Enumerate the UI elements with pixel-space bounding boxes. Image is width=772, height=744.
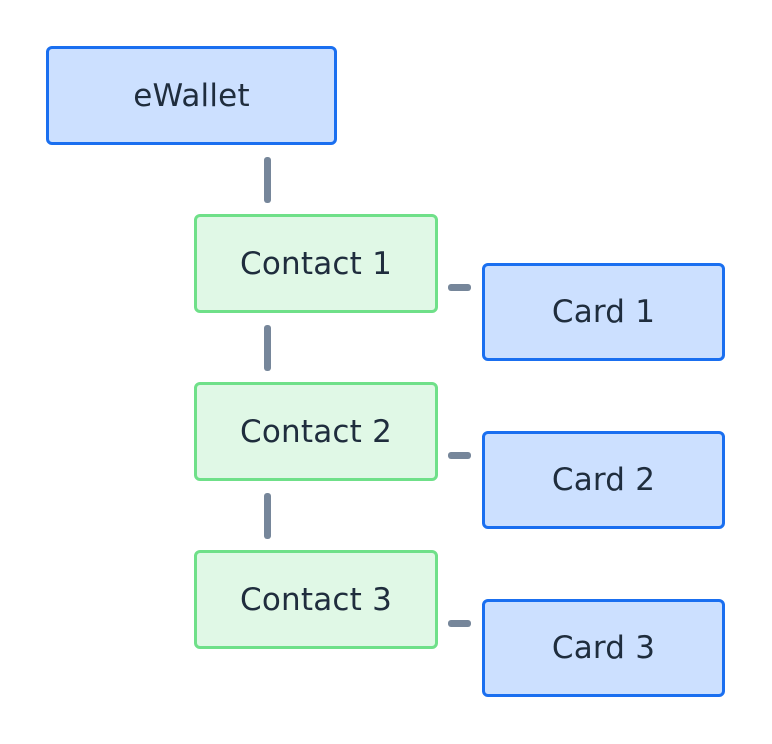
contact-1-label: Contact 1: [240, 245, 392, 282]
card-1-label: Card 1: [551, 294, 656, 330]
connector-contact-1-card-1: [448, 284, 471, 291]
contact-3-node: Contact 3: [194, 550, 438, 649]
card-2-label: Card 2: [551, 462, 656, 498]
contact-2-label: Contact 2: [240, 413, 392, 450]
connector-contact-2-contact-3: [264, 493, 271, 539]
card-3-label: Card 3: [551, 630, 656, 666]
card-3-node: Card 3: [482, 599, 725, 697]
ewallet-node-label: eWallet: [133, 77, 250, 114]
card-1-node: Card 1: [482, 263, 725, 361]
contact-3-label: Contact 3: [240, 581, 392, 618]
connector-contact-3-card-3: [448, 620, 471, 627]
contact-2-node: Contact 2: [194, 382, 438, 481]
ewallet-node: eWallet: [46, 46, 337, 145]
connector-ewallet-contact-1: [264, 157, 271, 203]
contact-1-node: Contact 1: [194, 214, 438, 313]
connector-contact-2-card-2: [448, 452, 471, 459]
card-2-node: Card 2: [482, 431, 725, 529]
connector-contact-1-contact-2: [264, 325, 271, 371]
